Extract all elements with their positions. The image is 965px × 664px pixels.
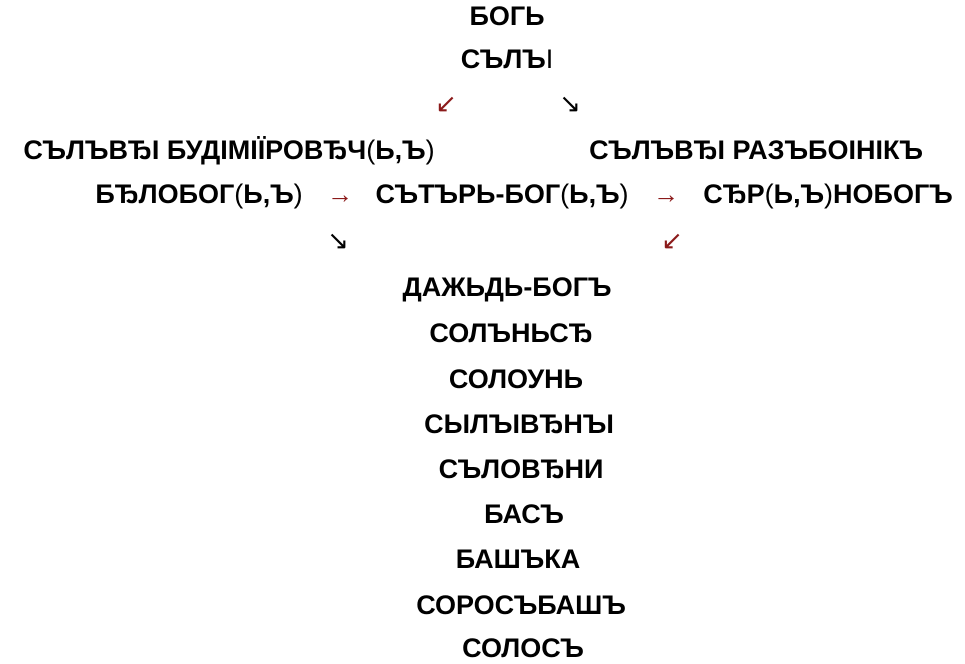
root-subtitle: СЪЛЪІ bbox=[461, 43, 554, 75]
row1-left-paren-close: ) bbox=[425, 135, 435, 165]
column-item-8: СОРОСЪБАШЪ bbox=[416, 589, 626, 621]
row2-b-mid: Ь,Ъ bbox=[569, 179, 620, 209]
row2-b-bold: СЪТЪРЬ-БОГ bbox=[375, 179, 561, 209]
column-item-2-text: СОЛЪНЬСЂ bbox=[429, 318, 593, 348]
row1-right-node: СЪЛЪВЂІ РАЗЪБОІНІКЪ bbox=[589, 134, 923, 166]
column-item-5: СЪЛОВЂНИ bbox=[439, 453, 604, 485]
column-item-4: СЫЛЪІВЂНЪІ bbox=[424, 408, 614, 440]
row2-node-c: СЂР(Ь,Ъ)НОБОГЪ bbox=[703, 178, 953, 210]
arrow-down-right-icon-2: ↘ bbox=[327, 225, 349, 255]
row2-c-close: ) bbox=[824, 179, 834, 209]
column-item-3-text: СОЛОУНЬ bbox=[448, 364, 584, 394]
column-item-4-text: СЫЛЪІВЂНЪІ bbox=[424, 409, 614, 439]
row2-b-open: ( bbox=[560, 179, 570, 209]
row2-c-open: ( bbox=[764, 179, 774, 209]
column-item-6-text: БАСЪ bbox=[484, 499, 564, 529]
root-subtitle-bold: СЪЛЪ bbox=[460, 44, 546, 74]
arrow-right-glyph-2: → bbox=[653, 179, 679, 209]
row2-node-b: СЪТЪРЬ-БОГ(Ь,Ъ) bbox=[375, 178, 628, 210]
row2-a-mid: Ь,Ъ bbox=[243, 179, 294, 209]
row1-left-node: СЪЛЪВЂІ БУДІМІЇРОВЂЧ(Ь,Ъ) bbox=[23, 134, 434, 166]
row2-a-close: ) bbox=[293, 179, 303, 209]
row2-c-mid: Ь,Ъ bbox=[773, 179, 825, 209]
column-item-9-text: СОЛОСЪ bbox=[462, 633, 584, 663]
arrow-down-left-icon: ↙ bbox=[435, 88, 457, 118]
arrow-right-icon-2: → bbox=[653, 179, 679, 209]
row2-b-close: ) bbox=[619, 179, 629, 209]
row2-c-bold2: НОБОГЪ bbox=[833, 179, 953, 209]
column-item-1-text: ДАЖЬДЬ-БОГЪ bbox=[402, 272, 612, 302]
arrow-right-icon-1: → bbox=[327, 179, 353, 209]
root-title: БОГЬ bbox=[469, 0, 544, 32]
arrow-down-left-glyph-2: ↙ bbox=[661, 225, 683, 255]
row1-left-paren-open: ( bbox=[366, 135, 376, 165]
row2-c-bold1: СЂР bbox=[703, 179, 765, 209]
row2-a-bold: БЂЛОБОГ bbox=[95, 179, 235, 209]
row1-left-bold: СЪЛЪВЂІ БУДІМІЇРОВЂЧ bbox=[23, 135, 367, 165]
row2-a-open: ( bbox=[234, 179, 244, 209]
column-item-2: СОЛЪНЬСЂ bbox=[429, 317, 592, 349]
arrow-down-left-icon-2: ↙ bbox=[661, 225, 683, 255]
column-item-3: СОЛОУНЬ bbox=[449, 363, 583, 395]
row1-left-mid: Ь,Ъ bbox=[375, 135, 426, 165]
arrow-right-glyph-1: → bbox=[327, 179, 353, 209]
column-item-7: БАШЪКА bbox=[456, 543, 580, 575]
arrow-down-right-glyph: ↘ bbox=[559, 88, 581, 118]
arrow-down-right-icon: ↘ bbox=[559, 88, 581, 118]
arrow-down-left-glyph: ↙ bbox=[435, 88, 457, 118]
column-item-1: ДАЖЬДЬ-БОГЪ bbox=[402, 271, 611, 303]
column-item-6: БАСЪ bbox=[484, 498, 564, 530]
root-subtitle-thin: І bbox=[545, 44, 554, 74]
arrow-down-right-glyph-2: ↘ bbox=[327, 225, 349, 255]
column-item-5-text: СЪЛОВЂНИ bbox=[438, 454, 604, 484]
column-item-8-text: СОРОСЪБАШЪ bbox=[416, 590, 626, 620]
column-item-9: СОЛОСЪ bbox=[462, 632, 584, 664]
root-title-text: БОГЬ bbox=[469, 1, 545, 31]
row2-node-a: БЂЛОБОГ(Ь,Ъ) bbox=[95, 178, 302, 210]
row1-right-bold: СЪЛЪВЂІ РАЗЪБОІНІКЪ bbox=[589, 135, 923, 165]
column-item-7-text: БАШЪКА bbox=[455, 544, 581, 574]
